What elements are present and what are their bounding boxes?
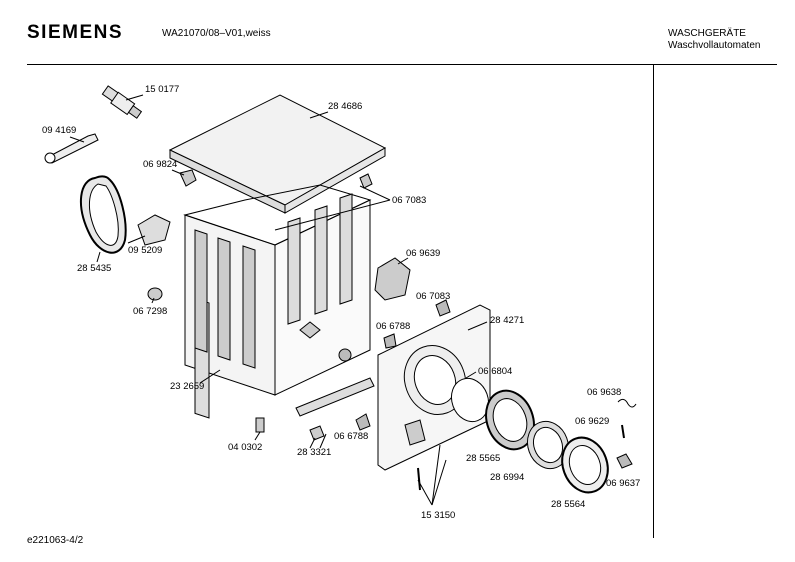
side-divider — [653, 64, 654, 538]
part-label: 06 9638 — [587, 387, 622, 398]
part-label: 15 0177 — [145, 84, 180, 95]
model-number: WA21070/08–V01,weiss — [162, 28, 271, 39]
header-divider — [27, 64, 777, 65]
part-label: 28 6994 — [490, 472, 525, 483]
part-label: 06 7298 — [133, 306, 168, 317]
part-label: 28 5564 — [551, 499, 586, 510]
brand-logo: SIEMENS — [27, 22, 124, 43]
spanner-part — [44, 133, 99, 164]
part-label: 06 7083 — [416, 291, 451, 302]
part-label: 04 0302 — [228, 442, 263, 453]
part-label: 09 5209 — [128, 245, 163, 256]
part-label: 06 9637 — [606, 478, 641, 489]
part-label: 28 4686 — [328, 101, 363, 112]
part-label: 06 9824 — [143, 159, 178, 170]
category-title: WASCHGERÄTE — [668, 28, 746, 39]
cabinet-frame-part — [183, 184, 372, 419]
part-label: 06 7083 — [392, 195, 427, 206]
category-subtitle: Waschvollautomaten — [668, 40, 761, 51]
part-label: 28 5435 — [77, 263, 112, 274]
part-label: 09 4169 — [42, 125, 77, 136]
front-panel-part — [377, 304, 491, 471]
hose-connector-part — [101, 85, 143, 119]
part-label: 06 9639 — [406, 248, 441, 259]
part-label: 28 4271 — [490, 315, 525, 326]
part-label: 06 9629 — [575, 416, 610, 427]
diagram-code: e221063-4/2 — [27, 535, 84, 546]
part-label: 06 6788 — [334, 431, 369, 442]
part-label: 06 6804 — [478, 366, 513, 377]
part-label: 23 2659 — [170, 381, 205, 392]
part-label: 06 6788 — [376, 321, 411, 332]
part-label: 28 5565 — [466, 453, 501, 464]
part-label: 15 3150 — [421, 510, 456, 521]
part-label: 28 3321 — [297, 447, 332, 458]
